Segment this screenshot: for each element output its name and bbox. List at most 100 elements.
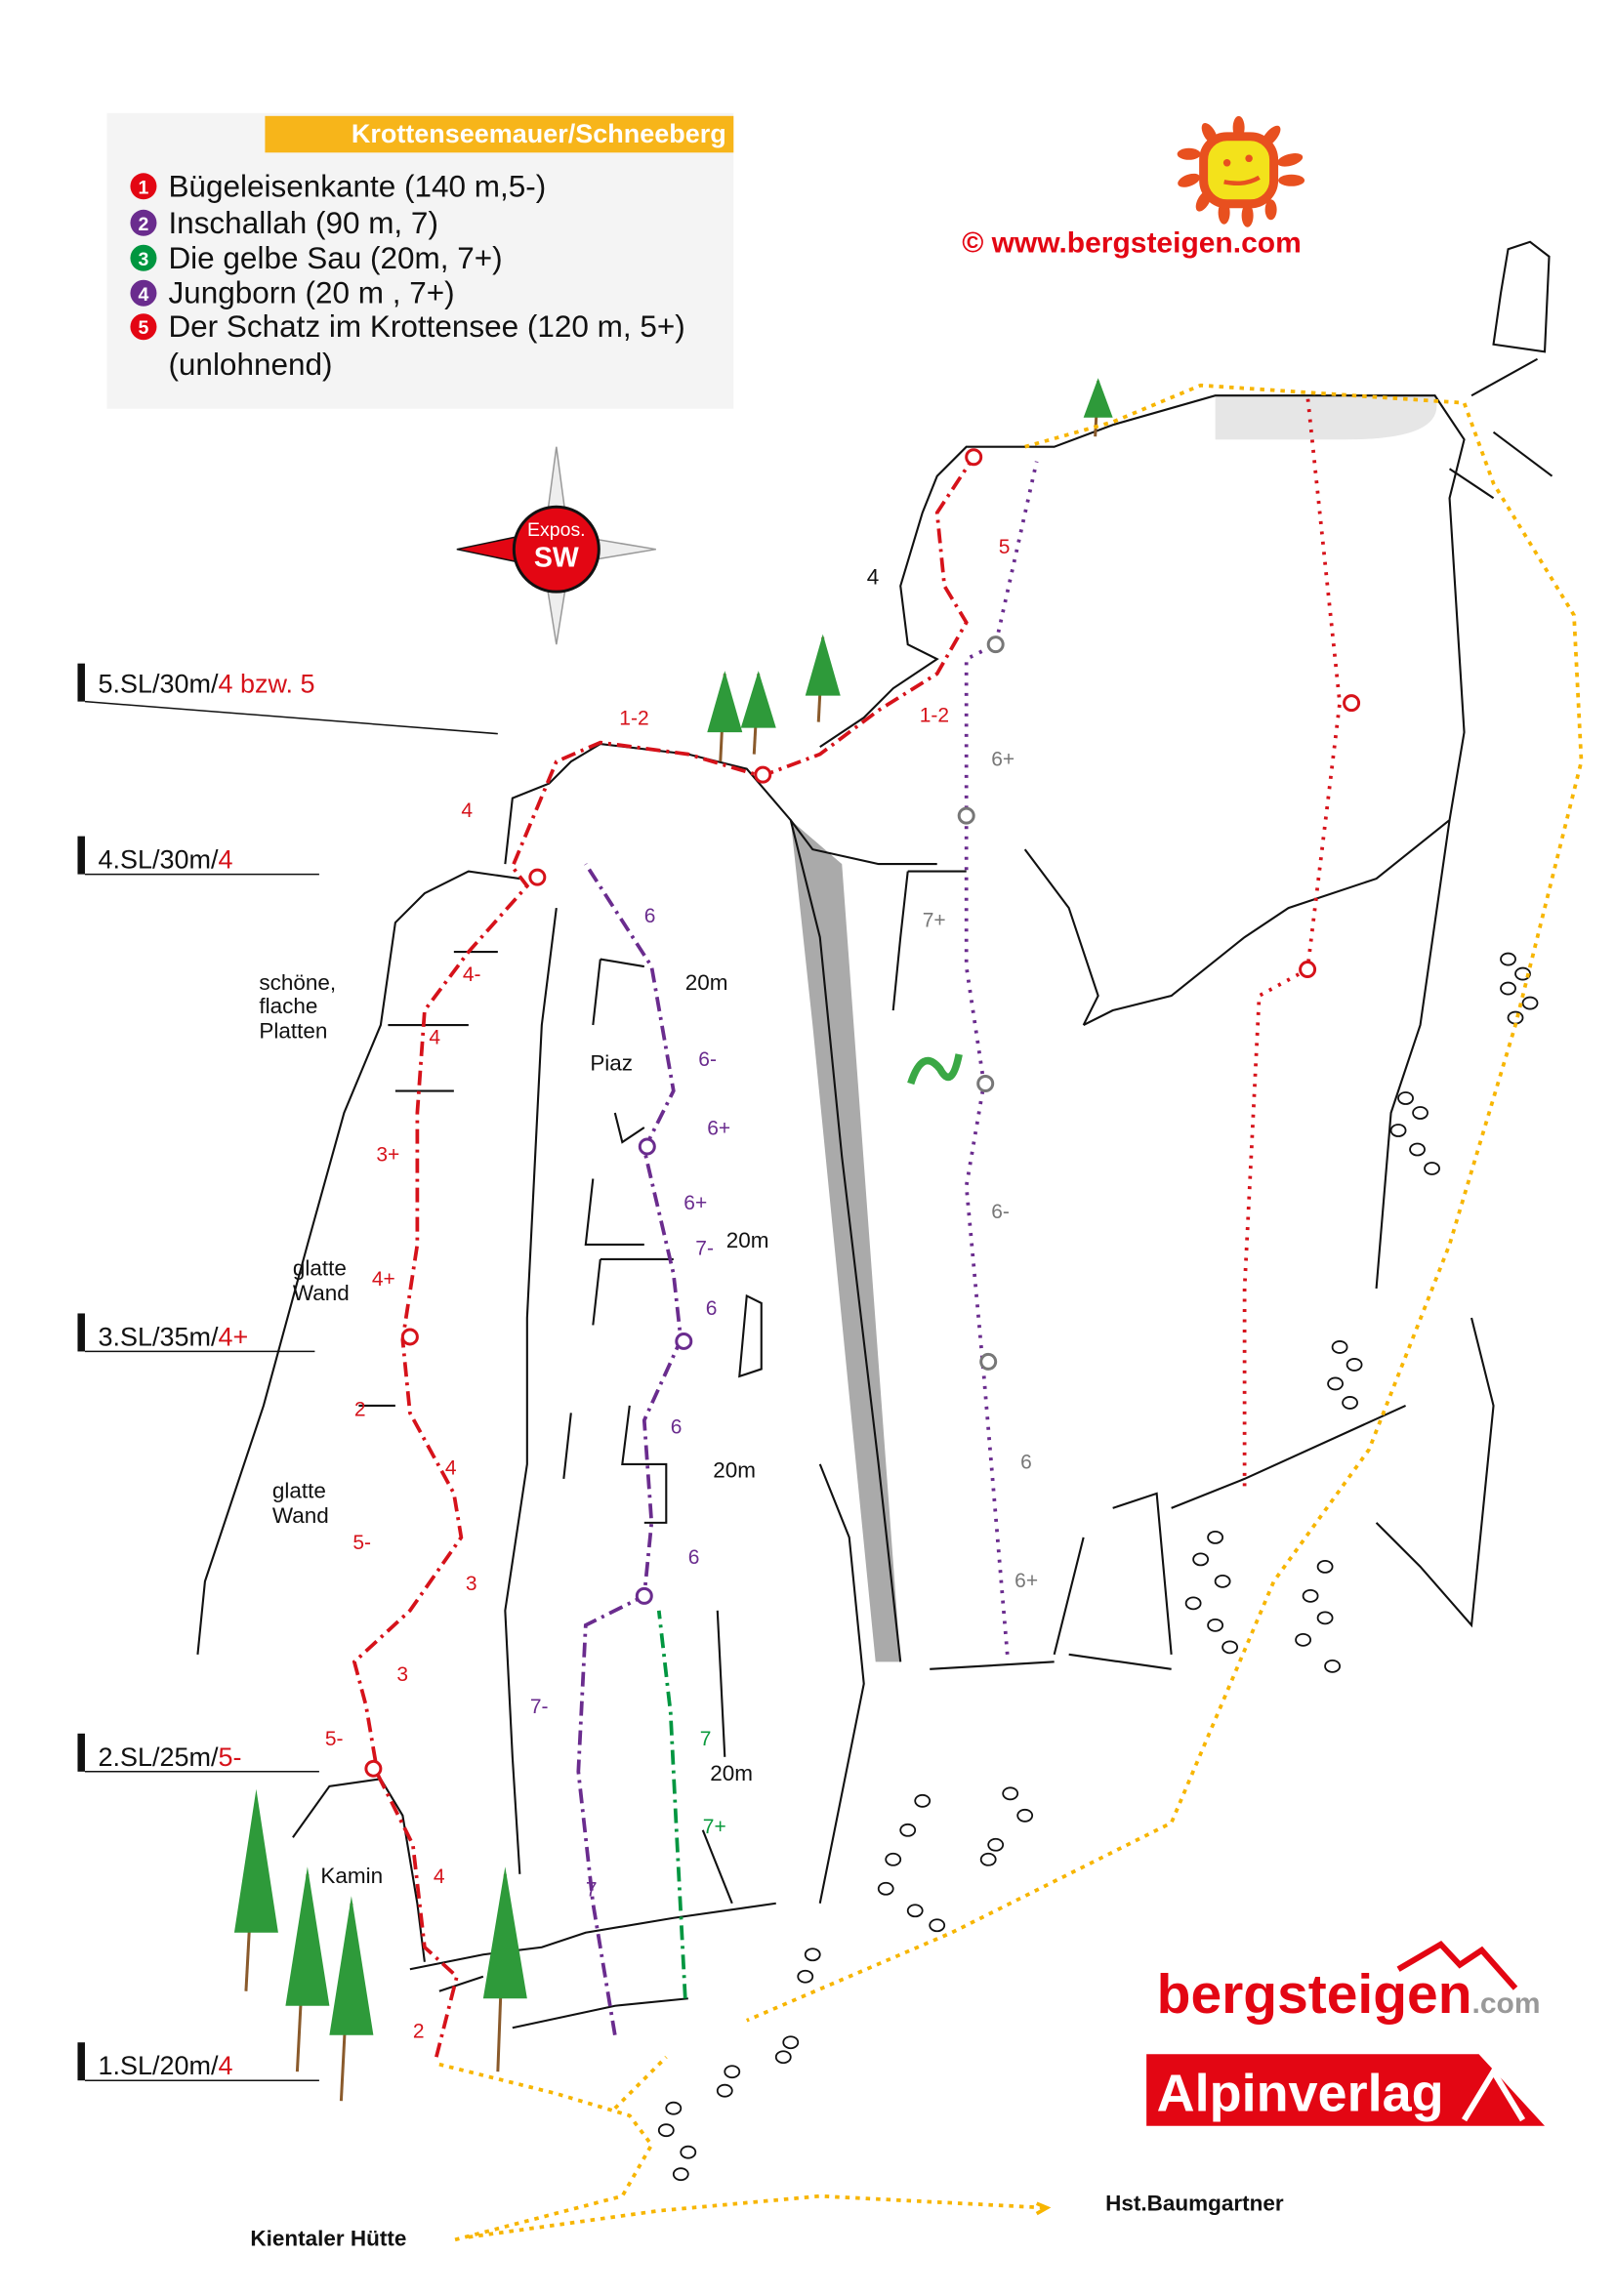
topo-label: 7 xyxy=(700,1728,712,1750)
topo-label: schöne, xyxy=(259,970,336,995)
topo-label: Wand xyxy=(293,1281,350,1305)
topo-label: 4 bzw. 5 xyxy=(218,670,314,699)
topo-label: 6 xyxy=(644,905,656,927)
route-number: 3 xyxy=(139,249,149,270)
pitch-1: 1.SL/20m/4 xyxy=(98,2051,232,2080)
legend-route-2: Inschallah (90 m, 7) xyxy=(168,205,438,240)
topo-label: 5- xyxy=(325,1728,344,1750)
topo-label: 5- xyxy=(352,1532,371,1554)
topo-label: 4+ xyxy=(372,1268,395,1291)
route-1-line xyxy=(352,456,975,2058)
compass-exposure-label: Expos. xyxy=(527,519,586,541)
topo-label: 4 xyxy=(218,845,232,875)
topo-label: bergsteigen xyxy=(1157,1963,1472,2026)
snake-icon xyxy=(907,1053,963,1086)
topo-label: 4 xyxy=(434,1866,445,1888)
pitch-5: 5.SL/30m/4 bzw. 5 xyxy=(98,670,314,699)
topo-label: glatte xyxy=(272,1478,326,1502)
approach-paths xyxy=(438,383,1584,2242)
topo-label: 4 xyxy=(461,800,473,822)
route-number: 5 xyxy=(139,317,149,339)
route-4-grades: 6+ 7+ 6- 6 6+ xyxy=(923,749,1038,1592)
topo-label: 20m xyxy=(685,970,728,995)
legend-title: Krottenseemauer/Schneeberg xyxy=(352,119,726,148)
place-kientaler-huette: Kientaler Hütte xyxy=(250,2227,406,2251)
route-3-line xyxy=(656,1610,687,1999)
topo-label: glatte xyxy=(293,1255,347,1280)
legend-route-4: Jungborn (20 m , 7+) xyxy=(168,275,454,310)
tree-icon xyxy=(482,1866,527,2072)
topo-label: 4 xyxy=(218,2051,232,2080)
topo-label: 4+ xyxy=(218,1322,248,1351)
topo-label: Kamin xyxy=(320,1864,383,1888)
topo-label: 6+ xyxy=(1015,1570,1038,1592)
route-5-line xyxy=(1242,395,1342,1487)
topo-label: 4 xyxy=(445,1456,457,1479)
topo-label: Wand xyxy=(272,1503,329,1528)
topo-label: .com xyxy=(1472,1988,1541,2020)
tree-icon xyxy=(740,671,776,755)
topo-label: 6 xyxy=(671,1415,683,1438)
tree-icon xyxy=(707,671,743,762)
topo-label: 3.SL/35m/ xyxy=(98,1322,219,1351)
topo-label: 3 xyxy=(396,1663,408,1686)
route-number: 2 xyxy=(139,214,149,235)
topo-label: 20m xyxy=(726,1228,769,1252)
topo-label: 6+ xyxy=(683,1192,707,1214)
topo-label: Piaz xyxy=(590,1051,633,1076)
pitch-4: 4.SL/30m/4 xyxy=(98,845,232,875)
route-number: 1 xyxy=(139,177,149,198)
topo-label: 5 xyxy=(999,536,1011,558)
topo-label: flache xyxy=(259,994,317,1018)
topo-label: 6- xyxy=(991,1201,1010,1223)
pitch-labels: 5.SL/30m/4 bzw. 5 4.SL/30m/4 3.SL/35m/4+… xyxy=(77,663,498,2081)
sun-logo xyxy=(1177,115,1305,227)
trees xyxy=(233,378,1113,2102)
compass: Expos. SW xyxy=(456,446,656,645)
topo-label: 2 xyxy=(354,1398,366,1420)
topo-label: 6 xyxy=(1020,1451,1032,1473)
topo-label: 5.SL/30m/ xyxy=(98,670,219,699)
tree-icon xyxy=(285,1866,330,2072)
pitch-3: 3.SL/35m/4+ xyxy=(98,1322,248,1351)
tree-icon xyxy=(805,634,841,722)
topo-label: 4- xyxy=(463,964,481,986)
tree-icon xyxy=(329,1896,374,2102)
place-hst-baumgartner: Hst.Baumgartner xyxy=(1105,2192,1284,2216)
compass-direction: SW xyxy=(534,543,579,574)
topo-label: 7- xyxy=(530,1696,549,1718)
topo-label: 3+ xyxy=(376,1143,399,1166)
topo-label: 1.SL/20m/ xyxy=(98,2051,219,2080)
bergsteigen-logo: bergsteigen.com xyxy=(1157,1940,1541,2026)
route-1-grades: 1-2 1-2 4 4- 4 3+ 4+ 2 4 5- 3 3 5- 4 2 5… xyxy=(325,536,1010,2043)
topo-label: 4.SL/30m/ xyxy=(98,845,219,875)
copyright-url: © www.bergsteigen.com xyxy=(962,226,1302,259)
legend-route-3: Die gelbe Sau (20m, 7+) xyxy=(168,240,502,275)
pitch-2: 2.SL/25m/5- xyxy=(98,1742,241,1772)
topo-label: 2.SL/25m/ xyxy=(98,1742,219,1772)
topo-label: 6 xyxy=(688,1546,700,1569)
legend-route-5-note: (unlohnend) xyxy=(168,347,332,382)
tree-icon xyxy=(233,1788,278,1991)
topo-label: 2 xyxy=(413,2021,425,2043)
topo-label: 4 xyxy=(867,565,880,590)
topo-label: 7+ xyxy=(703,1816,726,1838)
route-2-grades: 6 6- 6+ 6+ 7- 6 6 6 7- 7 xyxy=(530,905,730,1901)
legend-route-1: Bügeleisenkante (140 m,5-) xyxy=(168,168,546,203)
alpinverlag-logo: Alpinverlag xyxy=(1146,2054,1546,2126)
route-number: 4 xyxy=(139,284,149,306)
topo-label: 4 xyxy=(429,1027,440,1049)
topo-label: 6+ xyxy=(991,749,1015,771)
topo-label: 1-2 xyxy=(920,705,949,727)
route-3-grades: 7 7+ xyxy=(700,1728,726,1838)
topo-label: 6+ xyxy=(707,1118,730,1140)
topo-notes: schöne, flache Platten glatte Wand glatt… xyxy=(259,970,768,1888)
topo-label: 7 xyxy=(586,1878,598,1901)
topo-label: 7- xyxy=(695,1237,714,1259)
legend-route-5: Der Schatz im Krottensee (120 m, 5+) xyxy=(168,308,684,344)
topo-label: 6 xyxy=(706,1297,718,1320)
legend-box: Krottenseemauer/Schneeberg 1 Bügeleisenk… xyxy=(106,112,734,409)
svg-text:bergsteigen.com: bergsteigen.com xyxy=(1157,1963,1541,2026)
topo-label: 6- xyxy=(698,1048,717,1071)
